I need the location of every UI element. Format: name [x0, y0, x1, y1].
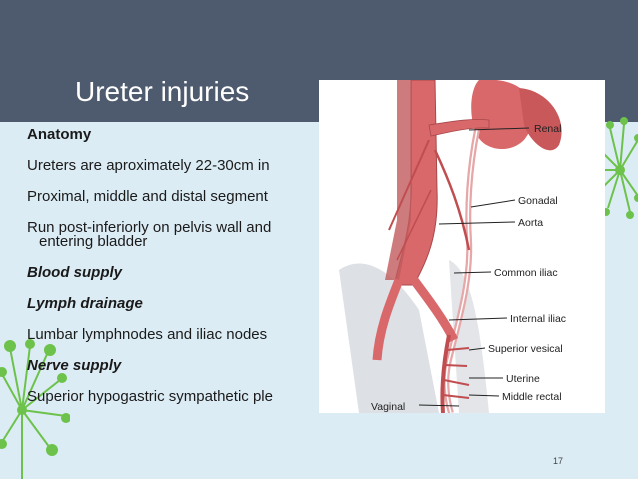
heading-nerve-supply: Nerve supply	[27, 357, 122, 374]
page-number: 17	[553, 456, 564, 466]
slide-title: Ureter injuries	[75, 76, 250, 107]
text-course: Run post-inferiorly on pelvis wall and	[27, 219, 272, 236]
heading-anatomy: Anatomy	[27, 126, 92, 143]
label-superior-vesical: Superior vesical	[488, 343, 563, 355]
label-aorta: Aorta	[518, 217, 543, 229]
heading-blood-supply: Blood supply	[27, 264, 122, 281]
text-lymph-nodes: Lumbar lymphnodes and iliac nodes	[27, 326, 268, 343]
text-segments: Proximal, middle and distal segment	[27, 188, 268, 205]
text-nerve-plexus: Superior hypogastric sympathetic ple	[27, 388, 273, 405]
ureter-blood-supply-diagram: Renal Gonadal Aorta Common iliac Interna…	[319, 80, 605, 413]
label-vaginal: Vaginal	[371, 401, 405, 413]
text-ureter-length: Ureters are aproximately 22-30cm in	[27, 157, 270, 174]
slide-text-body: Anatomy Ureters are aproximately 22-30cm…	[27, 122, 319, 422]
text-course-continued: entering bladder	[39, 233, 148, 250]
heading-lymph-drainage: Lymph drainage	[27, 295, 143, 312]
label-uterine: Uterine	[506, 373, 540, 385]
label-renal: Renal	[534, 123, 561, 135]
label-middle-rectal: Middle rectal	[502, 391, 562, 403]
dandelion-decoration-left	[0, 339, 70, 479]
label-common-iliac: Common iliac	[494, 267, 558, 279]
label-internal-iliac: Internal iliac	[510, 313, 566, 325]
label-gonadal: Gonadal	[518, 195, 558, 207]
